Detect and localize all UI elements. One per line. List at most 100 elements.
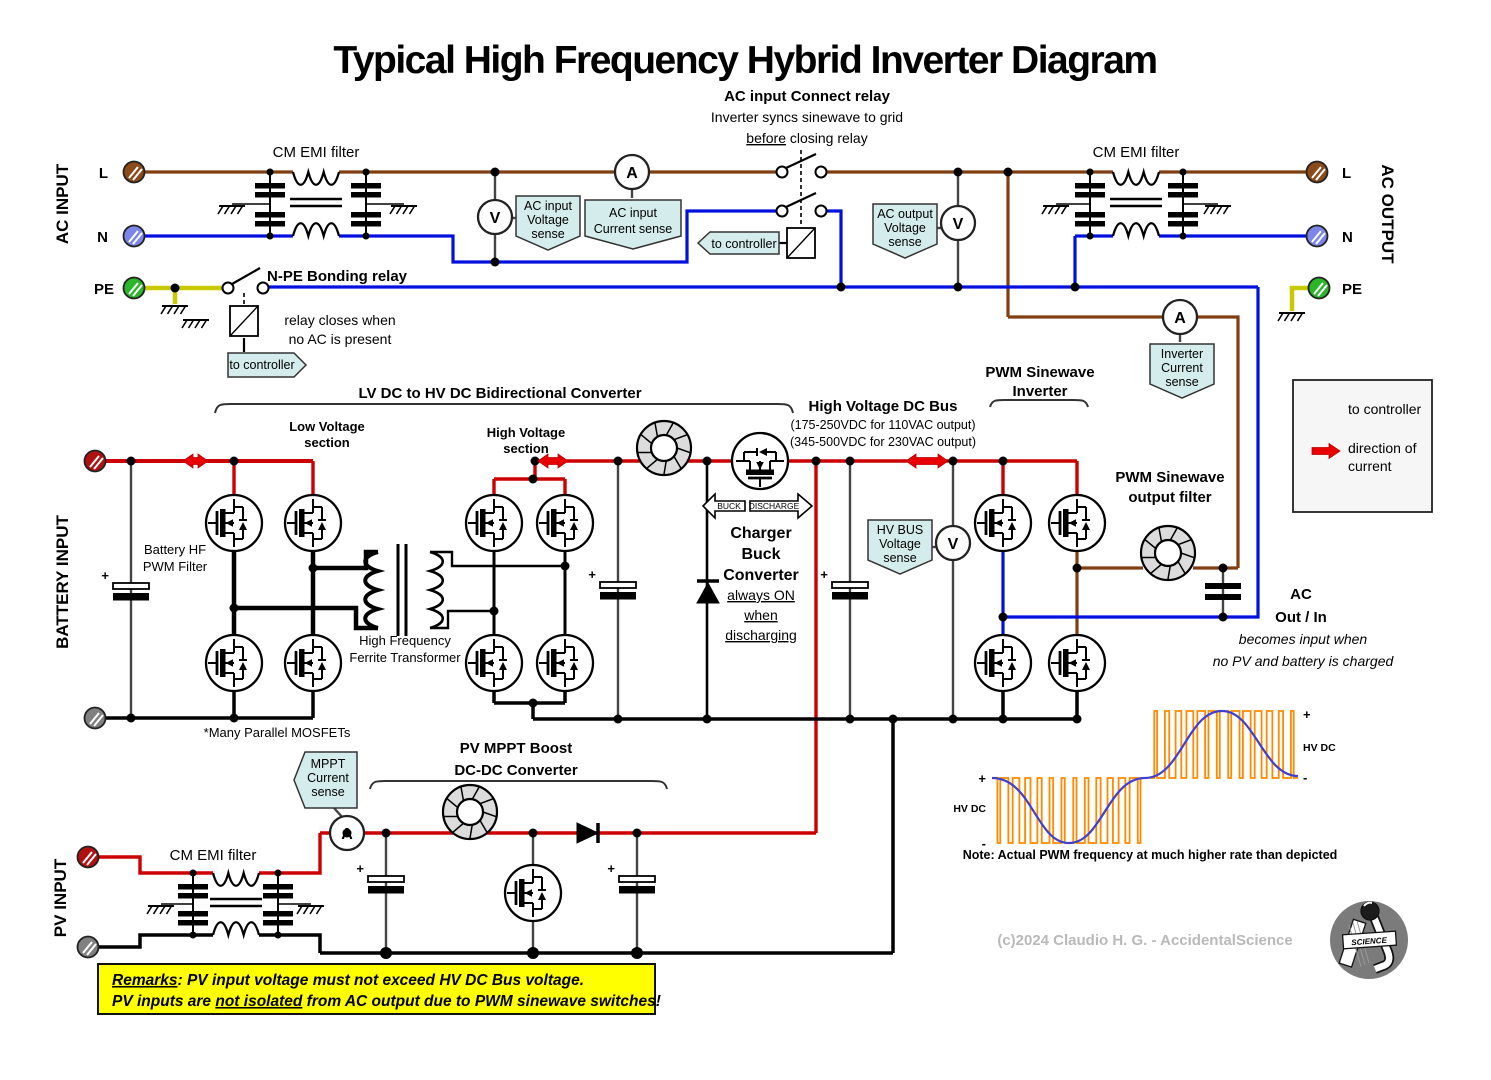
inverter-current-sense-text: sense (1165, 375, 1198, 389)
ac-input-ammeter-label: A (626, 165, 638, 182)
lv-hv-converter-title: LV DC to HV DC Bidirectional Converter (358, 385, 641, 402)
bonding-note-2: no AC is present (289, 331, 392, 347)
junction-dot (811, 456, 821, 466)
mppt-ammeter-label: A (341, 826, 353, 843)
battery-filter-label: Battery HF (144, 542, 206, 557)
ground-icon (1277, 312, 1284, 322)
junction-dot (362, 168, 370, 176)
capacitor-plate (1168, 221, 1198, 227)
junction-dot (274, 869, 282, 877)
capacitor-plate (1075, 212, 1105, 218)
junction-dot (1218, 612, 1228, 622)
electrolytic-capacitor-icon: + (356, 861, 405, 894)
ground-icon (309, 905, 316, 915)
charger-label: Charger (730, 525, 791, 542)
buck-freewheel-diode (696, 579, 720, 604)
connect-relay-sub2: before closing relay (746, 130, 867, 146)
relay-hardware (229, 150, 817, 352)
transistor-switch-icon (285, 495, 341, 551)
junction-dot (381, 828, 391, 838)
junction-dot (189, 869, 197, 877)
ground-icon (187, 319, 195, 329)
ac-input-voltage-sense-tag (515, 195, 581, 251)
remarks-box (97, 963, 656, 1015)
terminal-label-pe-out: PE (1342, 281, 1362, 298)
ac-input-voltmeter-label: V (490, 210, 501, 227)
junction-dot (948, 456, 958, 466)
hv-bus-spec1: (175-250VDC for 110VAC output) (790, 418, 975, 432)
ac-output-voltmeter-label: V (953, 216, 964, 233)
junction-dot (189, 931, 197, 939)
junction-dot (490, 257, 500, 267)
terminal-icon (83, 706, 107, 730)
mppt-current-sense-text: sense (311, 785, 344, 799)
ground-icon (1203, 205, 1210, 215)
transformer-label: High Frequency (359, 633, 451, 648)
ground-icon (194, 319, 201, 329)
terminal-icon (83, 449, 107, 473)
transistor-switch-icon (466, 635, 522, 691)
ground-icon (179, 305, 187, 315)
junction-dot (362, 232, 370, 240)
ground-icon (217, 205, 224, 215)
ac-out-in-label: AC (1290, 586, 1312, 603)
sense-wires (129, 172, 1225, 953)
hv-bus-title: High Voltage DC Bus (809, 398, 958, 415)
ground-icon (152, 905, 160, 915)
to-controller-tag-bonding-relay (227, 352, 308, 378)
waveform-minus-right: - (1303, 770, 1307, 785)
hf-ferrite-transformer (363, 544, 444, 636)
discharge-arrow-text: DISCHARGE (749, 501, 800, 511)
junction-dot (126, 456, 136, 466)
terminal-icon (1305, 160, 1329, 184)
inverter-ammeter-label: A (1174, 310, 1186, 327)
buck-discharge-arrows (701, 492, 814, 520)
capacitor-plate (1075, 183, 1105, 189)
electrolytic-capacitor-icon: + (607, 861, 656, 894)
legend-direction: direction of (1348, 440, 1417, 456)
film-capacitor-icon (1205, 583, 1241, 600)
high-voltage-section-label: High Voltage (487, 425, 565, 440)
junction-dot (948, 714, 958, 724)
battery-filter-label: PWM Filter (143, 559, 208, 574)
mppt-current-sense-text: MPPT (311, 757, 346, 771)
junction-dot (1086, 168, 1094, 176)
junction-dot (998, 456, 1008, 466)
ac-out-in-note: no PV and battery is charged (1213, 653, 1395, 669)
ac-output-voltage-sense-text: sense (888, 235, 921, 249)
pwm-inverter-title: Inverter (1012, 383, 1067, 400)
ground-icon (1060, 205, 1068, 215)
transistor-switch-icon (1049, 635, 1105, 691)
ground-icon (1209, 205, 1217, 215)
charger-label: Buck (741, 546, 780, 563)
cm-choke-winding (1111, 222, 1161, 241)
ac-input-current-sense-tag (584, 199, 682, 250)
transistor-switch-icon (285, 635, 341, 691)
diodes (576, 579, 720, 844)
capacitor-plate (1075, 192, 1105, 198)
junction-dot (613, 714, 623, 724)
plus-sign: + (101, 568, 109, 583)
hv-bus-voltage-sense-text: sense (883, 551, 916, 565)
hv-bus-spec2: (345-500VDC for 230VAC output) (790, 435, 976, 449)
connect-relay-sub1: Inverter syncs sinewave to grid (711, 109, 903, 125)
legend-to-controller: to controller (1348, 401, 1421, 417)
inverter-current-sense-text: Inverter (1161, 347, 1203, 361)
junction-dot (845, 456, 855, 466)
cm-choke-core (1110, 197, 1162, 208)
ground-icon (181, 319, 188, 329)
capacitor-plate (351, 221, 381, 227)
junction-dot (229, 713, 239, 723)
high-voltage-section-label: section (503, 441, 549, 456)
to-controller-tag-connect-relay (696, 231, 780, 255)
ground-icon (160, 305, 167, 315)
junction-dot (998, 612, 1008, 622)
terminal-label-pe-in: PE (94, 281, 114, 298)
junction-dot (170, 283, 180, 293)
waveform-hvdc-right: HV DC (1303, 742, 1336, 754)
ground-icon (223, 205, 231, 215)
ground-icon (200, 319, 208, 329)
cm-choke-winding (291, 167, 341, 186)
parallel-mosfets-note: *Many Parallel MOSFETs (204, 725, 351, 740)
